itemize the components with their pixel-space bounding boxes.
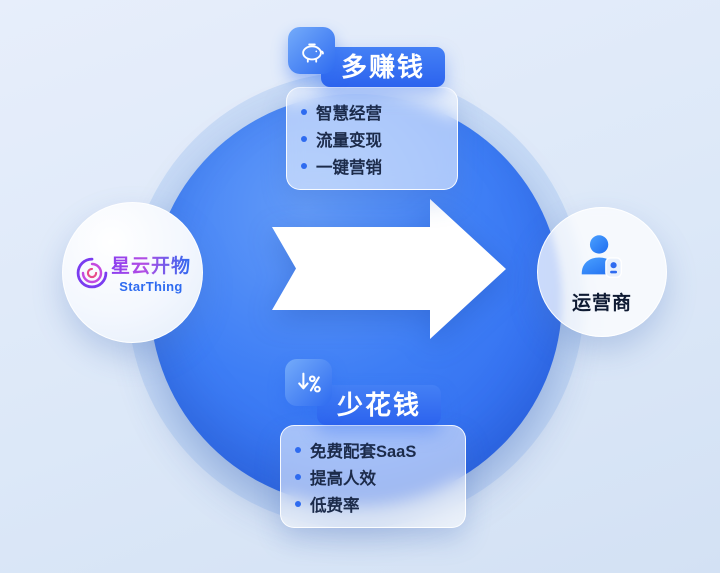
brand-subtitle: StarThing <box>119 279 183 294</box>
discount-percent-icon <box>285 359 332 406</box>
list-item: 提高人效 <box>295 463 451 490</box>
bullet-dot <box>295 500 301 507</box>
feature-item-label: 智慧经营 <box>316 104 382 123</box>
spend-less-banner: 少花钱 <box>317 385 442 425</box>
starthing-node: 星云开物 StarThing <box>62 202 203 343</box>
list-item: 免费配套SaaS <box>295 436 451 463</box>
spend-less-card: 免费配套SaaS 提高人效 低费率 <box>280 425 466 528</box>
feature-item-label: 流量变现 <box>316 131 382 150</box>
earn-more-banner: 多赚钱 <box>321 47 446 87</box>
bullet-dot <box>301 108 307 115</box>
operator-node: 运营商 <box>537 207 667 337</box>
bullet-dot <box>295 473 301 480</box>
brand-text: 星云开物 StarThing <box>111 251 191 294</box>
starthing-swirl-icon <box>76 257 108 288</box>
flow-arrow-icon <box>272 199 506 339</box>
list-item: 智慧经营 <box>301 98 443 125</box>
bullet-dot <box>301 162 307 169</box>
feature-item-label: 一键营销 <box>316 158 382 177</box>
operator-label: 运营商 <box>571 292 632 314</box>
feature-item-label: 免费配套SaaS <box>310 442 417 461</box>
earn-more-card: 智慧经营 流量变现 一键营销 <box>286 87 458 190</box>
bullet-dot <box>295 446 301 453</box>
bullet-dot <box>301 135 307 142</box>
list-item: 流量变现 <box>301 125 443 152</box>
feature-item-label: 提高人效 <box>310 469 376 488</box>
brand-title: 星云开物 <box>111 251 191 278</box>
operator-person-icon <box>581 234 622 278</box>
feature-item-label: 低费率 <box>310 496 360 515</box>
piggy-bank-icon <box>288 27 335 74</box>
brand-lockup: 星云开物 StarThing <box>74 251 191 294</box>
list-item: 低费率 <box>295 490 451 517</box>
list-item: 一键营销 <box>301 152 443 179</box>
